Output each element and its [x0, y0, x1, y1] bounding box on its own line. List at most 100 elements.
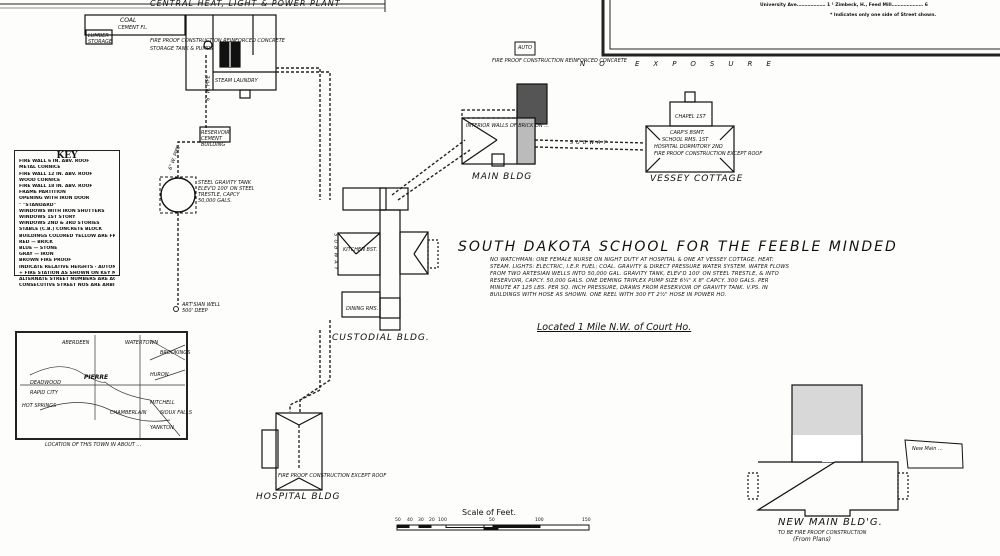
custodial-label: Custodial Bldg. — [332, 333, 430, 343]
inset-place: Chamberlain — [110, 410, 147, 416]
reservoir — [199, 126, 231, 143]
scale-tick: 150 — [582, 518, 591, 523]
storage-note: Storage Tank & Pumps — [150, 46, 213, 52]
key-row: BLUE — STONE — [19, 246, 58, 252]
auto-garage — [514, 41, 536, 56]
auto-label: Auto — [518, 45, 533, 51]
key-row: FIRE WALL 12 IN. ABV. ROOF — [19, 171, 93, 177]
pipe-label-1: 6" W. Pipe — [205, 75, 212, 101]
key-row: STABLE (C.B.) CONCRETE BLOCK — [19, 227, 103, 233]
power-plant — [84, 14, 277, 99]
inset-caption: Location of this town in about ... — [45, 442, 142, 448]
scale-tick: 50 — [489, 518, 495, 523]
hospital-label: Hospital Bldg — [256, 492, 341, 502]
custodial-building — [337, 187, 439, 331]
gravity-tank — [159, 176, 197, 214]
street-index-note: * Indicates only one side of Street show… — [830, 13, 937, 18]
key-title: KEY — [56, 151, 78, 161]
vessey-note-1: Carp's Bsmt. — [670, 130, 705, 136]
vessey-note-4: Fire Proof Construction except roof — [654, 151, 763, 157]
inset-place: Mitchell — [150, 400, 175, 406]
key-row: " "STANDARD" — [19, 202, 56, 208]
new-main-stamp: New Main ... — [912, 446, 943, 452]
map-title: South Dakota School for the Feeble Minde… — [458, 239, 898, 255]
key-row: OPENING WITH IRON DOOR — [19, 196, 90, 202]
key-row: GRAY — IRON — [19, 252, 54, 258]
main-bldg-label: Main Bldg — [472, 172, 533, 182]
inset-map-drawing — [20, 335, 186, 440]
laundry-label: Steam Laundry — [215, 78, 258, 84]
inset-place: Rapid City — [30, 390, 58, 396]
fireproof-note: Fire Proof Construction Reinforced Concr… — [150, 38, 285, 44]
vessey-note-2: School Rms. 1st — [662, 137, 709, 143]
inset-place: Watertown — [125, 340, 159, 346]
key-row: BUILDINGS COLORED YELLOW ARE FRAME — [19, 233, 115, 239]
new-main-note-1: To be fire proof construction — [778, 530, 867, 536]
top-border-lines — [0, 0, 1000, 57]
scale-tick: 100 — [535, 518, 544, 523]
vessey-cottage — [645, 91, 735, 173]
description-note: No watchman: one female nurse on night d… — [490, 257, 790, 298]
key-row: FIRE WALL 6 IN. ABV. ROOF — [19, 159, 90, 165]
coal-label: Coal — [120, 17, 137, 24]
well-label: Art'sian Well 500' Deep — [182, 302, 221, 314]
scale-tick: 20 — [429, 518, 435, 523]
inset-place: Aberdeen — [62, 340, 90, 346]
key-row: FIRE WALL 18 IN. ABV. ROOF — [19, 184, 93, 190]
key-row: RED — BRICK — [19, 239, 53, 245]
key-row: INDICATE RELATIVE HEIGHTS · AUTOMATIC SP… — [19, 264, 115, 270]
vessey-label: Vessey Cottage — [650, 174, 744, 184]
custodial-subway-label: Subway — [332, 233, 339, 273]
key-row: BROWN FIRE PROOF — [19, 258, 72, 264]
new-main-note-2: (From Plans) — [793, 536, 831, 543]
power-plant-label: Central Heat, Light & Power Plant — [150, 0, 341, 8]
scale-tick: 10 — [438, 518, 444, 523]
new-main-building — [747, 384, 964, 517]
hospital-building — [261, 412, 323, 491]
scale-title: Scale of Feet. — [462, 508, 517, 517]
kitchen-label: Kitchen Bst. — [343, 247, 378, 253]
key-row: WINDOWS WITH IRON SHUTTERS — [19, 208, 105, 214]
key-row: WOOD CORNICE — [19, 177, 61, 183]
scale-bar — [396, 524, 590, 531]
key-row: METAL CORNICE — [19, 165, 61, 171]
no-exposure-label: No Exposure — [580, 60, 785, 68]
inset-location-map — [15, 331, 188, 440]
key-row: + FIRE STATION AS SHOWN ON KEY MAP — [19, 270, 115, 276]
map-key: KEY FIRE WALL 6 IN. ABV. ROOF METAL CORN… — [14, 150, 120, 288]
inset-place: Deadwood — [30, 380, 61, 386]
inset-place: Pierre — [84, 374, 109, 381]
auto-note: Fire Proof Construction Reinforced Concr… — [492, 58, 627, 64]
key-row: CONSECUTIVE STREET NOS ARE ARBITRARY — [19, 283, 115, 289]
main-note: Interior walls of brick on ... — [466, 123, 549, 129]
key-row: ALTERNATE STREET NUMBERS ARE ACTUAL — [19, 277, 115, 283]
key-row: WINDOWS 2ND & 3RD STORIES — [19, 221, 100, 227]
scale-tick: 30 — [418, 518, 424, 523]
water-pipes — [177, 55, 646, 412]
scale-tick: 0 — [444, 518, 447, 523]
inset-place: Yankton — [150, 425, 174, 431]
key-row: WINDOWS 1ST STORY — [19, 215, 76, 221]
tank-label: Steel Gravity Tank Elev'd 100' on Steel … — [198, 180, 255, 204]
inset-place: Hot Springs — [22, 403, 57, 409]
lumber-label: Lumber Storage — [88, 33, 113, 45]
inset-place: Huron — [150, 372, 169, 378]
scale-tick: 40 — [407, 518, 413, 523]
subway-label: Subway — [570, 140, 610, 146]
location-note: Located 1 Mile N.W. of Court Ho. — [537, 322, 692, 333]
scale-tick: 50 — [395, 518, 401, 523]
main-building — [461, 83, 548, 167]
street-index-line: University Ave.……………… 1 ¹ Zimbeck, H., F… — [760, 3, 928, 8]
reservoir-label: Reservoir Cement Building — [201, 130, 230, 148]
coal-sub-label: Cement Fl. — [118, 25, 148, 31]
dining-label: Dining Rms. — [346, 306, 379, 312]
vessey-note-3: Hospital Dormitory 2nd — [654, 144, 723, 150]
new-main-label: New Main Bld'g. — [778, 517, 883, 528]
key-row: FRAME PARTITION — [19, 190, 66, 196]
inset-place: Brookings — [160, 350, 191, 356]
chapel-label: Chapel 1st — [675, 114, 706, 120]
inset-place: Sioux Falls — [160, 410, 193, 416]
hospital-note: Fire Proof Construction except roof — [278, 473, 387, 479]
